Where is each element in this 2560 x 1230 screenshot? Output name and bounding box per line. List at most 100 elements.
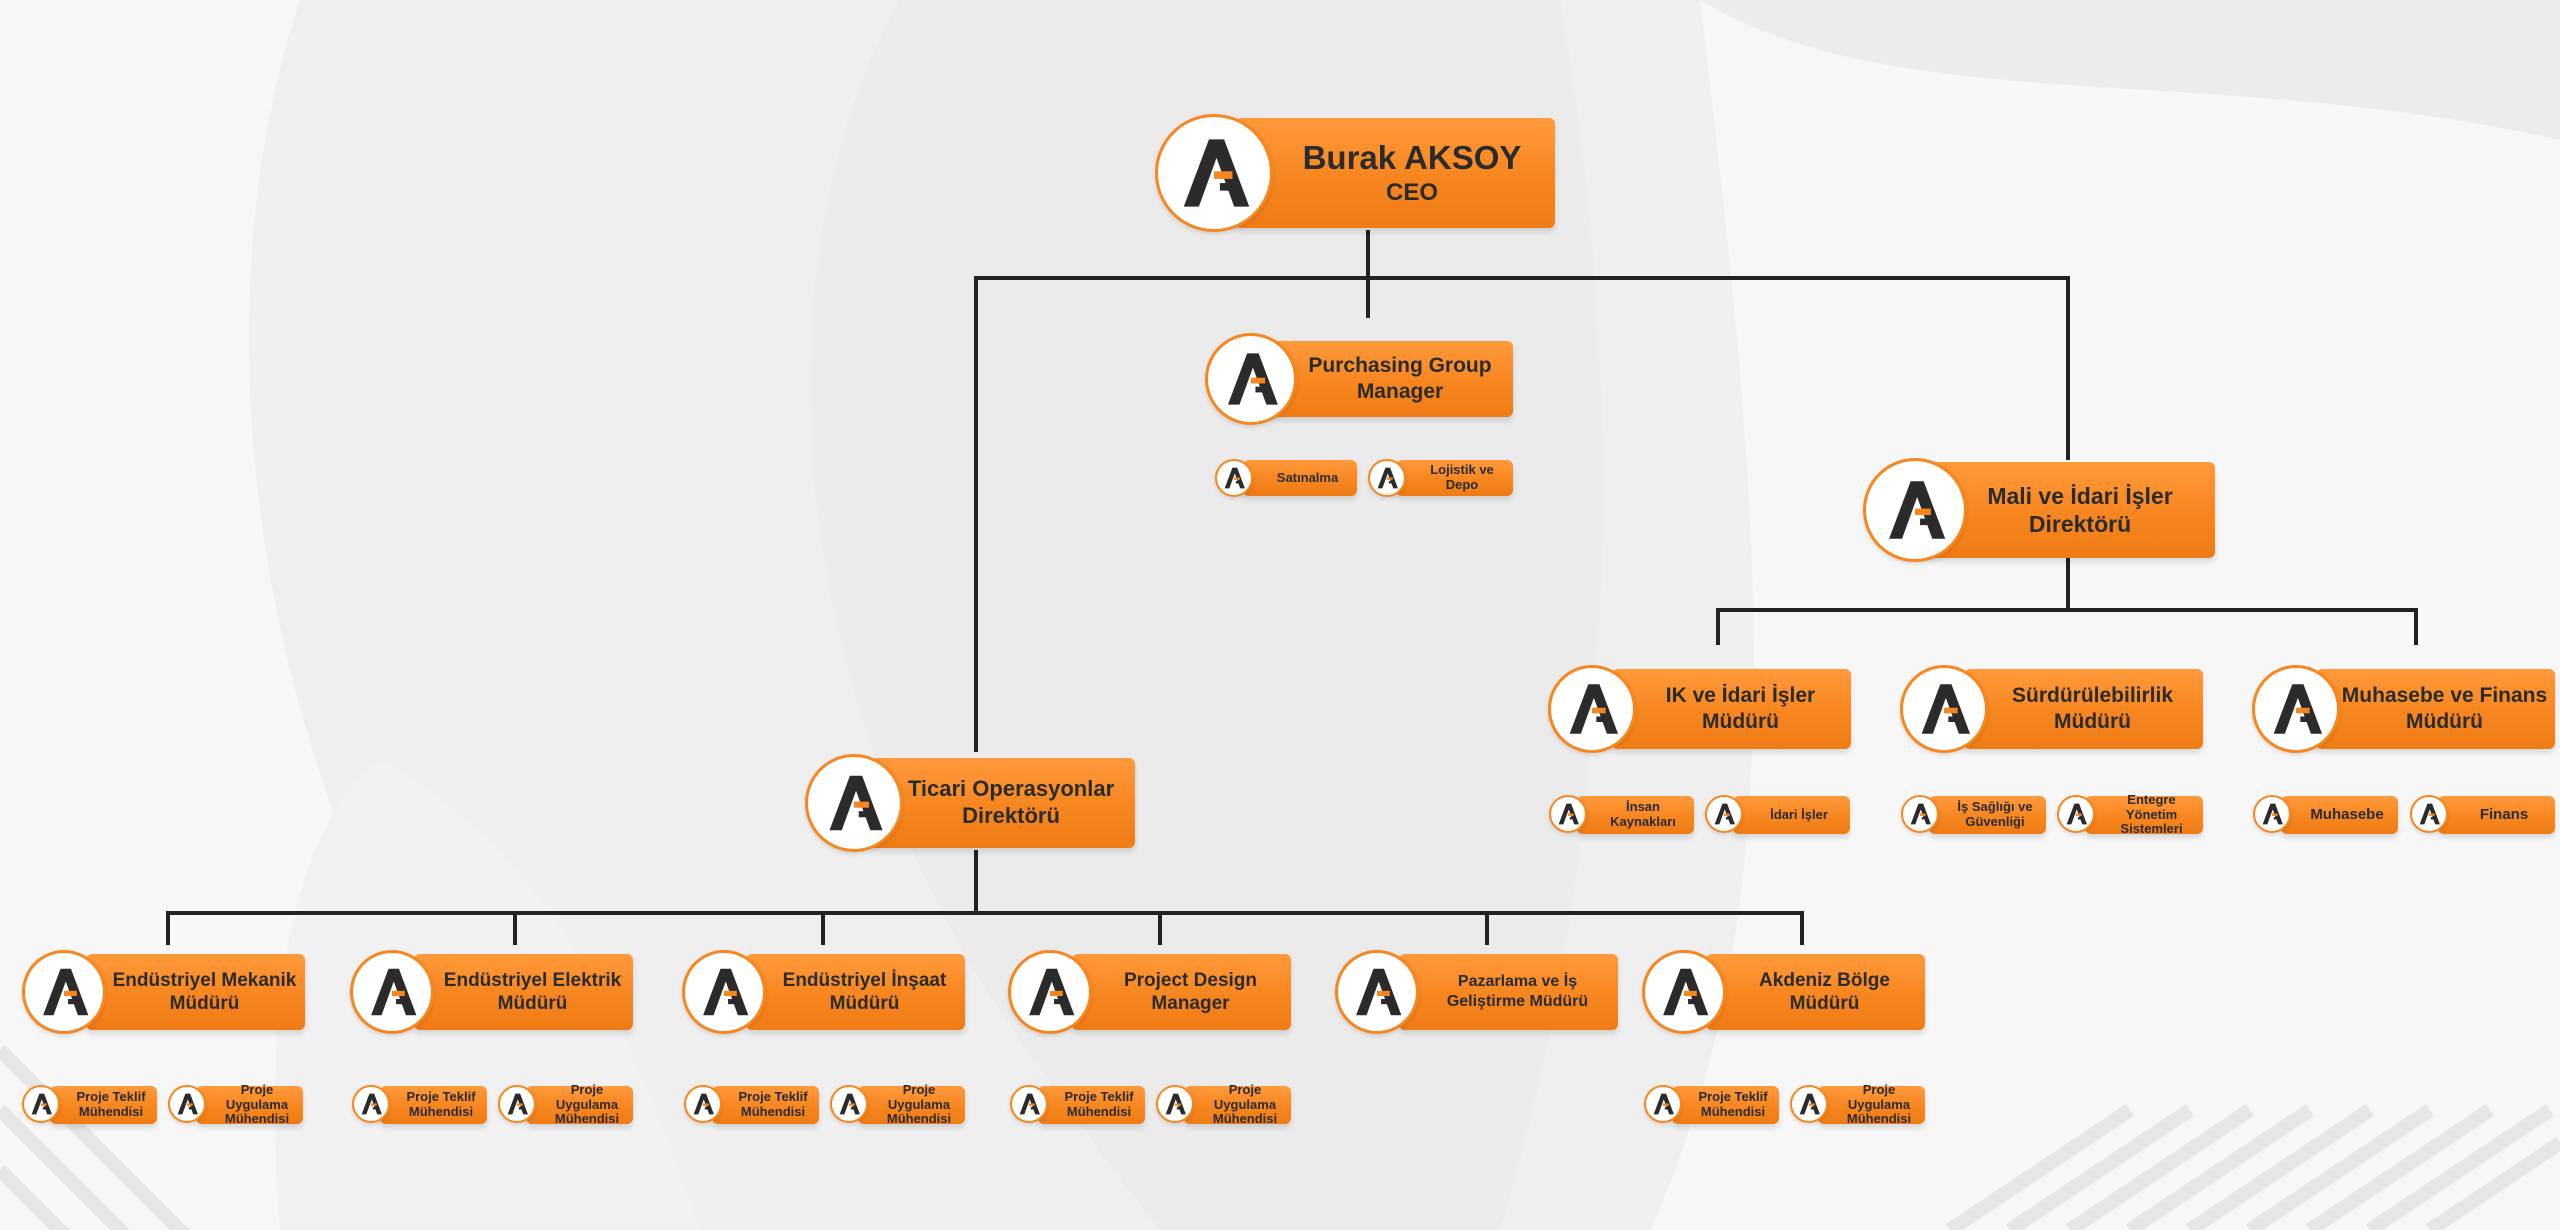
unit-node[interactable]: Finans: [2410, 795, 2555, 835]
unit-label-bar: İş Sağlığı ve Güvenliği: [1929, 796, 2046, 834]
a-letter-logo-icon: [498, 1085, 536, 1123]
ticari-director-node[interactable]: Ticari Operasyonlar Direktörü: [805, 754, 1135, 852]
mali-director-node[interactable]: Mali ve İdari İşler Direktörü: [1863, 458, 2215, 562]
dept-label-bar: Endüstriyel Mekanik Müdürü: [86, 954, 305, 1030]
unit-title: Proje Uygulama Mühendisi: [886, 1081, 952, 1127]
purchasing-manager-title: Purchasing Group Manager: [1308, 354, 1492, 403]
a-letter-logo-icon: [1863, 458, 1967, 562]
unit-label-bar: Satınalma: [1243, 460, 1357, 496]
dept-label-bar: Pazarlama ve İş Geliştirme Müdürü: [1399, 954, 1618, 1030]
a-letter-logo-icon: [1205, 333, 1297, 425]
a-letter-logo-icon: [1549, 795, 1587, 833]
dept-node-surdurulebilirlik[interactable]: Sürdürülebilirlik Müdürü: [1900, 665, 2203, 753]
ceo-name: Burak AKSOY: [1302, 139, 1522, 177]
a-letter-logo-icon: [1901, 795, 1939, 833]
unit-title: Satınalma: [1276, 469, 1339, 485]
unit-label-bar: Proje Uygulama Mühendisi: [1184, 1082, 1291, 1126]
a-letter-logo-icon: [1900, 665, 1988, 753]
unit-title: İş Sağlığı ve Güvenliği: [1957, 799, 2033, 829]
a-letter-logo-icon: [350, 950, 434, 1034]
unit-node-lojistik[interactable]: Lojistik ve Depo: [1368, 459, 1513, 497]
a-letter-logo-icon: [1368, 459, 1406, 497]
a-letter-logo-icon: [2057, 795, 2095, 833]
dept-node-insaat[interactable]: Endüstriyel İnşaat Müdürü: [682, 950, 965, 1034]
a-letter-logo-icon: [1642, 950, 1726, 1034]
unit-node[interactable]: Proje Uygulama Mühendisi: [1790, 1082, 1925, 1126]
purchasing-manager-node[interactable]: Purchasing Group Manager: [1205, 333, 1513, 425]
mali-director-label-bar: Mali ve İdari İşler Direktörü: [1927, 462, 2215, 558]
unit-title: İnsan Kaynakları: [1610, 799, 1676, 829]
unit-label-bar: Finans: [2438, 796, 2555, 834]
a-letter-logo-icon: [22, 1085, 60, 1123]
purchasing-manager-label-bar: Purchasing Group Manager: [1269, 341, 1513, 417]
unit-node[interactable]: Proje Uygulama Mühendisi: [168, 1081, 303, 1127]
unit-title: Lojistik ve Depo: [1430, 462, 1494, 492]
dept-title: IK ve İdari İşler Müdürü: [1665, 684, 1816, 733]
dept-node-elektrik[interactable]: Endüstriyel Elektrik Müdürü: [350, 950, 633, 1034]
unit-node-satinalma[interactable]: Satınalma: [1215, 459, 1357, 497]
unit-label-bar: Proje Uygulama Mühendisi: [526, 1082, 633, 1126]
unit-title: Proje Teklif Mühendisi: [738, 1089, 808, 1119]
mali-director-title: Mali ve İdari İşler Direktörü: [1987, 482, 2173, 537]
unit-node[interactable]: Proje Uygulama Mühendisi: [830, 1082, 965, 1126]
unit-title: Proje Uygulama Mühendisi: [554, 1081, 620, 1127]
dept-label-bar: Endüstriyel İnşaat Müdürü: [746, 954, 965, 1030]
unit-title: Proje Uygulama Mühendisi: [1212, 1081, 1278, 1127]
unit-node[interactable]: Proje Teklif Mühendisi: [22, 1085, 157, 1125]
a-letter-logo-icon: [1790, 1085, 1828, 1123]
unit-label-bar: İnsan Kaynakları: [1577, 796, 1694, 834]
a-letter-logo-icon: [2410, 795, 2448, 833]
unit-node[interactable]: Proje Teklif Mühendisi: [1010, 1085, 1145, 1125]
ticari-director-title: Ticari Operasyonlar Direktörü: [907, 776, 1115, 828]
unit-title: Entegre Yönetim Sistemleri: [2120, 791, 2183, 837]
a-letter-logo-icon: [1335, 950, 1419, 1034]
unit-node[interactable]: Proje Teklif Mühendisi: [1644, 1085, 1779, 1125]
ceo-title: CEO: [1385, 178, 1438, 206]
unit-node[interactable]: Proje Uygulama Mühendisi: [1156, 1082, 1291, 1126]
dept-node-pazarlama[interactable]: Pazarlama ve İş Geliştirme Müdürü: [1335, 950, 1618, 1034]
unit-node[interactable]: Muhasebe: [2253, 795, 2398, 835]
unit-title: Proje Uygulama Mühendisi: [224, 1081, 290, 1127]
unit-title: Proje Teklif Mühendisi: [1064, 1089, 1134, 1119]
dept-node-ik[interactable]: IK ve İdari İşler Müdürü: [1548, 665, 1851, 753]
dept-node-akdeniz[interactable]: Akdeniz Bölge Müdürü: [1642, 950, 1925, 1034]
unit-node[interactable]: Proje Teklif Mühendisi: [352, 1085, 487, 1125]
unit-title: Muhasebe: [2310, 806, 2384, 824]
unit-node[interactable]: İdari İşler: [1705, 795, 1850, 835]
a-letter-logo-icon: [352, 1085, 390, 1123]
a-letter-logo-icon: [22, 950, 106, 1034]
a-letter-logo-icon: [684, 1085, 722, 1123]
unit-node[interactable]: İnsan Kaynakları: [1549, 795, 1694, 835]
unit-label-bar: İdari İşler: [1733, 796, 1850, 834]
unit-title: Proje Teklif Mühendisi: [76, 1089, 146, 1119]
dept-title: Endüstriyel Mekanik Müdürü: [112, 969, 297, 1014]
dept-node-project-design[interactable]: Project Design Manager: [1008, 950, 1291, 1034]
unit-title: İdari İşler: [1770, 806, 1828, 822]
dept-title: Sürdürülebilirlik Müdürü: [2011, 684, 2174, 733]
a-letter-logo-icon: [2252, 665, 2340, 753]
unit-label-bar: Muhasebe: [2281, 796, 2398, 834]
unit-title: Proje Teklif Mühendisi: [1698, 1089, 1768, 1119]
unit-node[interactable]: İş Sağlığı ve Güvenliği: [1901, 795, 2046, 835]
dept-node-mekanik[interactable]: Endüstriyel Mekanik Müdürü: [22, 950, 305, 1034]
a-letter-logo-icon: [1156, 1085, 1194, 1123]
a-letter-logo-icon: [805, 754, 903, 852]
dept-title: Akdeniz Bölge Müdürü: [1759, 969, 1890, 1014]
dept-title: Muhasebe ve Finans Müdürü: [2341, 684, 2548, 733]
dept-title: Project Design Manager: [1123, 969, 1258, 1014]
unit-node[interactable]: Entegre Yönetim Sistemleri: [2057, 791, 2203, 837]
dept-label-bar: Akdeniz Bölge Müdürü: [1706, 954, 1925, 1030]
dept-label-bar: Sürdürülebilirlik Müdürü: [1964, 669, 2203, 749]
a-letter-logo-icon: [1548, 665, 1636, 753]
unit-label-bar: Proje Uygulama Mühendisi: [1818, 1082, 1925, 1126]
unit-node[interactable]: Proje Uygulama Mühendisi: [498, 1082, 633, 1126]
dept-node-muhasebe-finans[interactable]: Muhasebe ve Finans Müdürü: [2252, 665, 2555, 753]
ceo-node[interactable]: Burak AKSOY CEO: [1155, 114, 1560, 232]
unit-label-bar: Proje Uygulama Mühendisi: [858, 1082, 965, 1126]
a-letter-logo-icon: [168, 1085, 206, 1123]
unit-node[interactable]: Proje Teklif Mühendisi: [684, 1085, 819, 1125]
a-letter-logo-icon: [2253, 795, 2291, 833]
dept-label-bar: Endüstriyel Elektrik Müdürü: [414, 954, 633, 1030]
unit-title: Proje Teklif Mühendisi: [406, 1089, 476, 1119]
unit-title: Finans: [2479, 806, 2529, 824]
